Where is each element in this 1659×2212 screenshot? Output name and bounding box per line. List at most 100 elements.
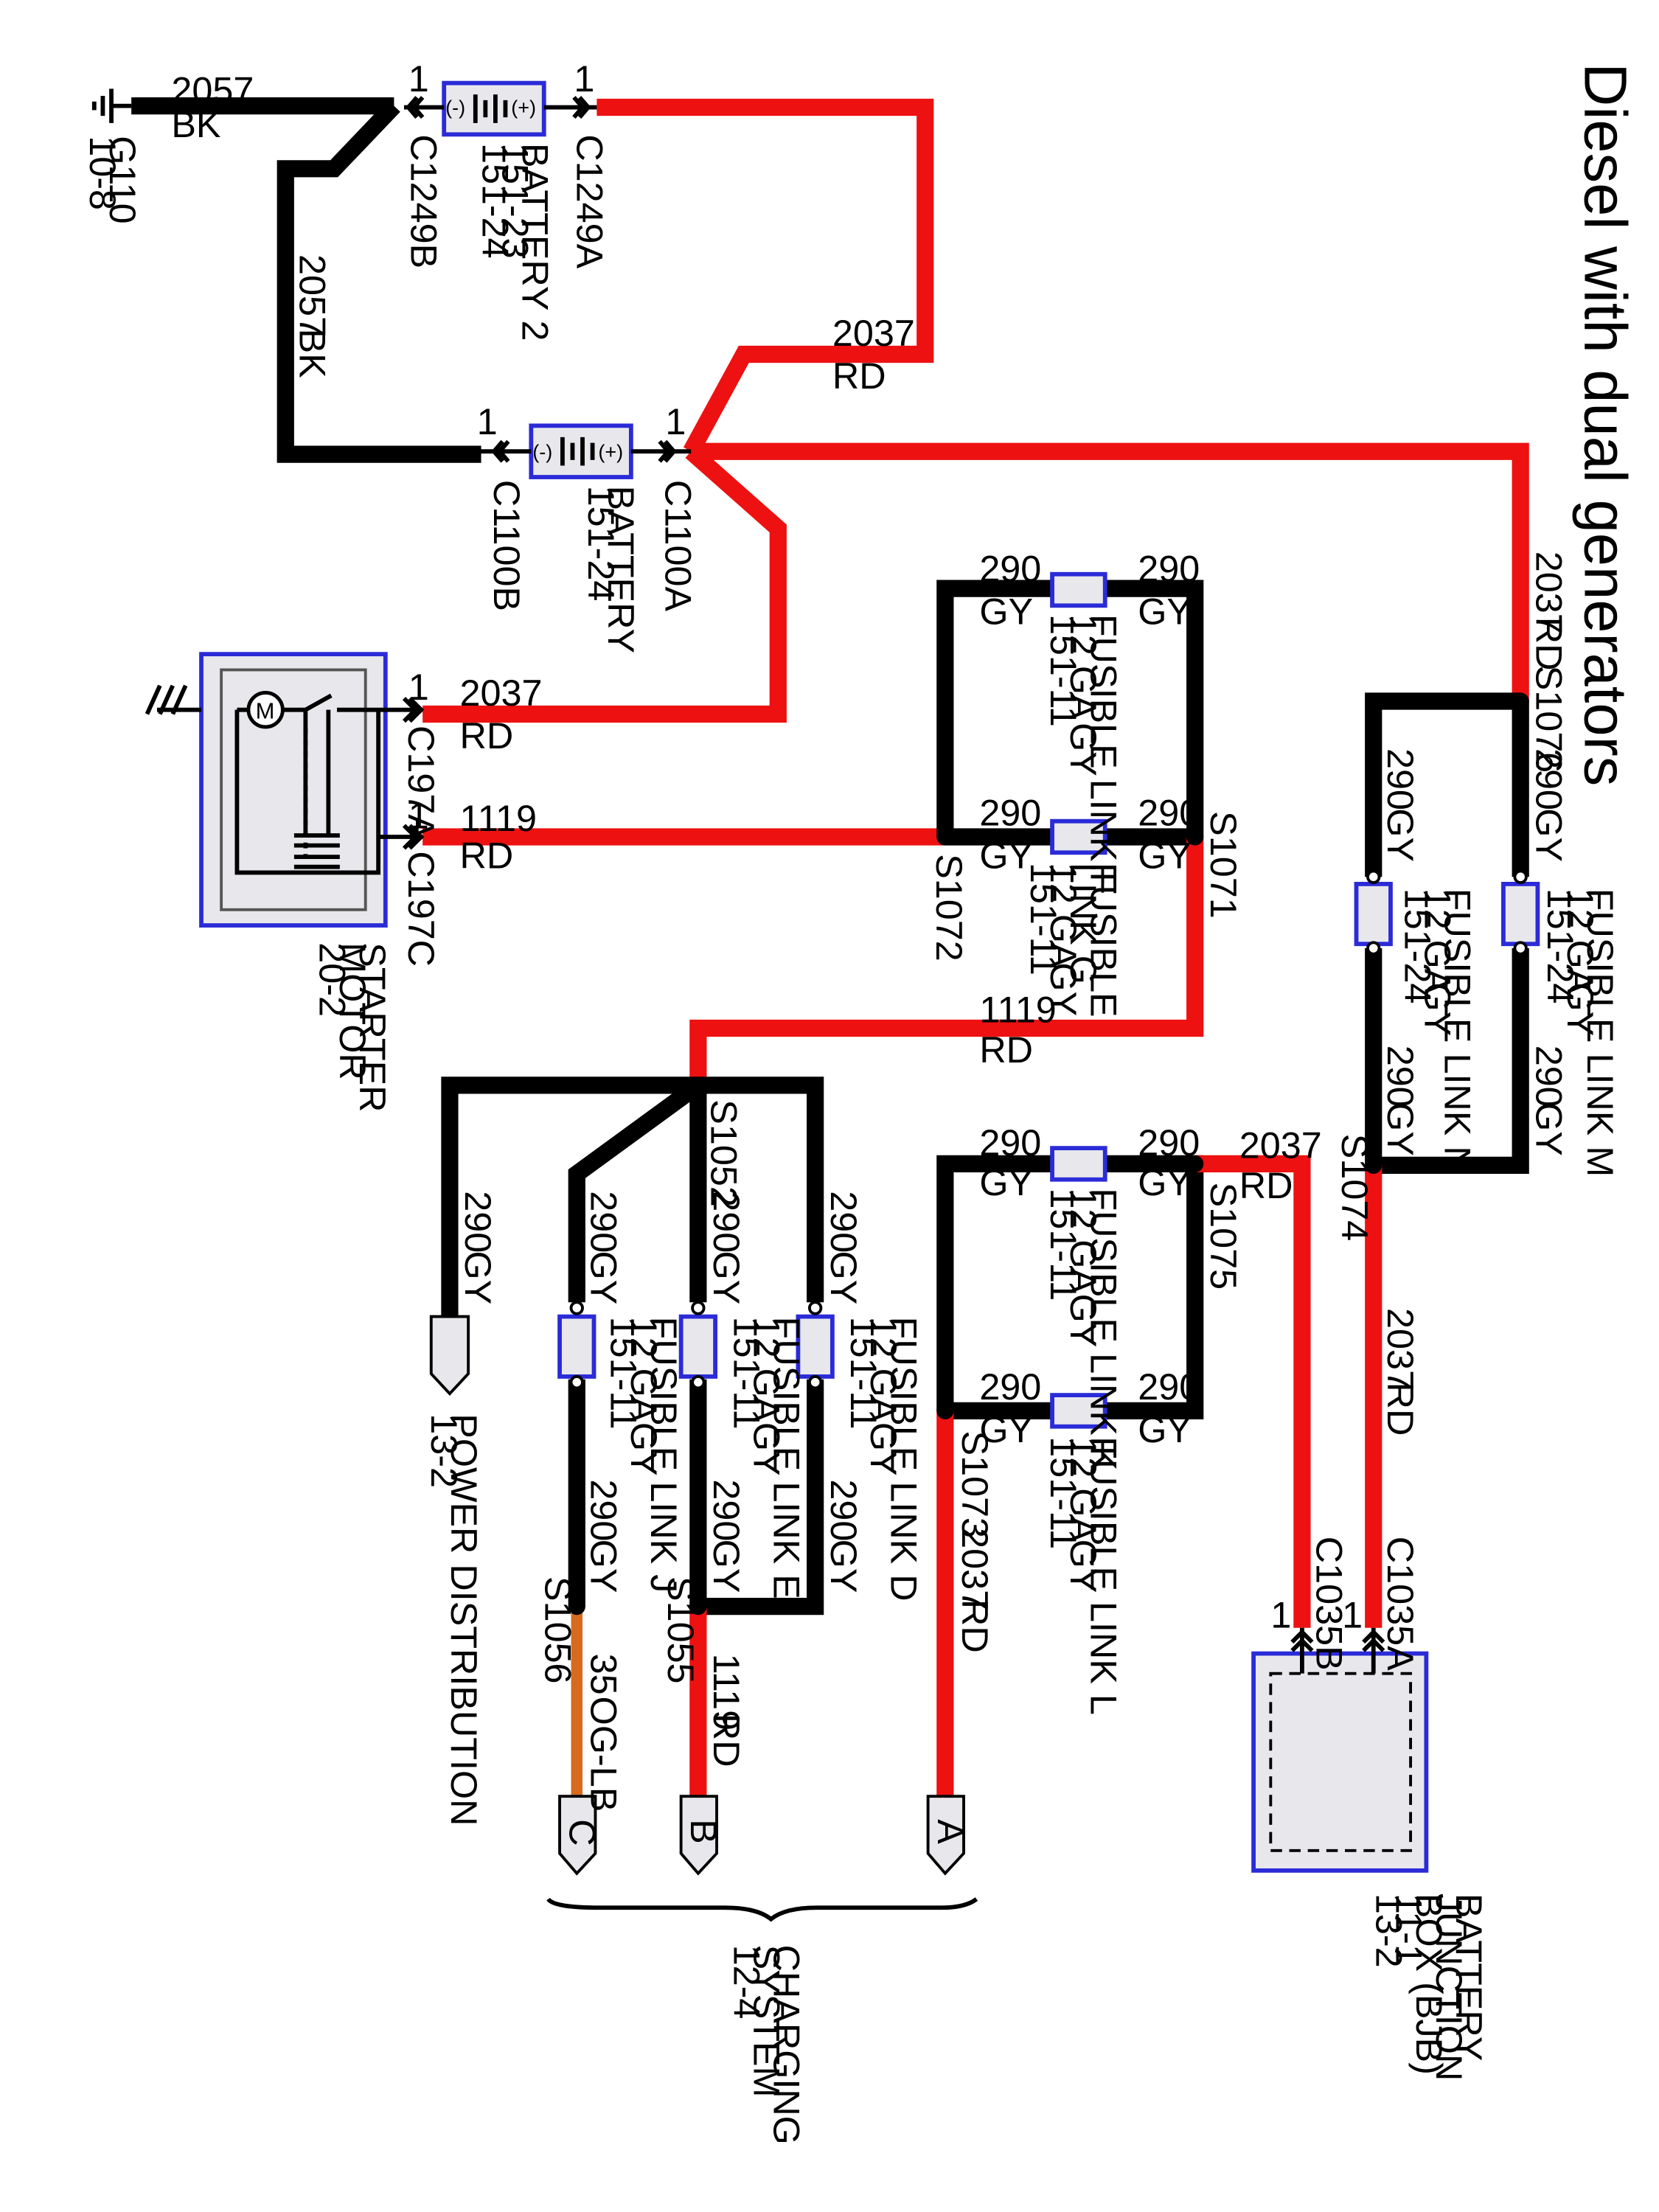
fusible-link-d-body — [796, 1314, 835, 1379]
color-gy-e-top: GY — [706, 1251, 748, 1305]
battery-icon — [560, 437, 595, 466]
fusible-link-bodies — [557, 571, 1540, 1429]
charging-a-arrow-icon — [926, 1795, 965, 1876]
color-gy-d-bottom: GY — [823, 1540, 865, 1593]
battery-ref-1: 151-24 — [580, 486, 622, 602]
circuit-290-k-right: 290 — [1138, 1121, 1200, 1164]
circuit-290-d-top: 290 — [823, 1191, 865, 1253]
link-k-name: FUSIBLE LINK K — [1082, 1188, 1124, 1470]
link-e-name: FUSIBLE LINK E — [765, 1317, 807, 1599]
charging-system-name: CHARGING — [765, 1945, 807, 2145]
battery-pos-sign: (+) — [598, 440, 623, 463]
splice-s1075: S1075 — [1203, 1183, 1245, 1290]
bjb-symbol — [1251, 1627, 1429, 1873]
link-g-name: FUSIBLE — [1082, 863, 1124, 1018]
bjb-name3: BOX (BJB) — [1408, 1893, 1450, 2075]
circuit-2037-charging-a: 2037 — [954, 1528, 996, 1610]
circuit-2057-label-top: 2057 — [171, 69, 254, 111]
motor-label: M — [256, 698, 275, 723]
charging-b-arrow-icon — [679, 1795, 718, 1876]
battery2-pin-neg: 1 — [408, 58, 429, 100]
circuit-1119-charging-b: 1119 — [706, 1654, 748, 1731]
circuit-290-n-top: 290 — [1380, 748, 1422, 810]
splices — [568, 692, 1529, 1615]
splice-s1073: S1073 — [954, 1431, 996, 1539]
color-gy-l-right: GY — [1138, 1408, 1192, 1450]
wire-2057-batteries — [276, 100, 481, 463]
wire-290-links-fg — [936, 580, 1204, 846]
fusible-link-m-body — [1501, 881, 1540, 947]
color-rd-charging-b: RD — [706, 1714, 748, 1767]
link-m-color: GY — [1559, 983, 1601, 1037]
circuit-2037-bjb-b: 2037 — [1239, 1124, 1322, 1166]
bjb-name: BATTERY — [1448, 1893, 1490, 2061]
link-g-name2: LINK G — [1062, 863, 1105, 984]
link-f-ref: 151-11 — [1043, 614, 1085, 727]
color-rd-1119-s1052: RD — [979, 1029, 1033, 1071]
color-gy-j-bottom: GY — [583, 1540, 625, 1593]
link-l-color: GY — [1062, 1540, 1105, 1593]
color-gy-e-bottom: GY — [706, 1540, 748, 1593]
circuit-290-f-right: 290 — [1138, 547, 1200, 589]
bjb-pin-b: 1 — [1270, 1594, 1291, 1636]
bjb-page1: 11-1 — [1388, 1893, 1430, 1965]
battery-conn-pos: C1100A — [657, 480, 699, 612]
fusible-link-e-body — [678, 1314, 717, 1379]
color-bk-label-side: BK — [292, 329, 334, 378]
fusible-link-k-body — [1050, 1146, 1107, 1182]
color-gy-l-left: GY — [979, 1408, 1033, 1450]
bjb-pin-a: 1 — [1342, 1594, 1363, 1636]
link-j-color: GY — [623, 1422, 665, 1476]
starter-ground-icon — [145, 684, 202, 715]
link-f-color: GY — [1062, 723, 1105, 776]
circuit-290-j-bottom: 290 — [583, 1479, 625, 1541]
battery2-name: BATTERY 2 — [515, 143, 557, 341]
battery-pin-neg: 1 — [477, 400, 498, 442]
circuit-290-e-bottom: 290 — [706, 1479, 748, 1541]
starter-conn-a: C197A — [400, 726, 442, 839]
link-d-gauge: 12 GA — [863, 1317, 905, 1422]
starter-pin-a: 1 — [408, 666, 429, 708]
color-gy-d-top: GY — [823, 1251, 865, 1305]
battery-name: BATTERY — [600, 486, 642, 653]
link-n-gauge: 12 GA — [1416, 888, 1458, 994]
link-l-ref: 151-11 — [1043, 1436, 1085, 1549]
ground-icon — [91, 88, 132, 123]
splice-s1075-dot — [1186, 1155, 1204, 1173]
charging-system-page: 12-4 — [726, 1945, 768, 2020]
bjb-box — [1251, 1651, 1429, 1873]
splice-s1071: S1071 — [1203, 811, 1245, 919]
fusible-link-l-body — [1050, 1393, 1107, 1429]
color-rd-charging-a: RD — [954, 1599, 996, 1653]
link-k-color: GY — [1062, 1294, 1105, 1348]
color-gy-m-bottom: GY — [1528, 1102, 1570, 1156]
circuit-2037-label-1: 2037 — [832, 312, 915, 354]
circuit-290-m-top: 290 — [1528, 748, 1570, 810]
splice-s1072: S1072 — [928, 854, 970, 961]
starter-motor-box — [199, 652, 388, 928]
wire-2037-s1076 — [691, 442, 1529, 702]
color-rd-bjb-a: RD — [1380, 1382, 1422, 1436]
battery-2-symbol — [403, 80, 597, 137]
link-n-ref: 151-24 — [1397, 888, 1439, 1004]
color-gy-k-right: GY — [1138, 1161, 1192, 1203]
color-oglb-charging-c: OG-LB — [583, 1697, 625, 1812]
link-l-gauge: 12 GA — [1062, 1436, 1105, 1542]
circuit-290-e-top: 290 — [706, 1191, 748, 1253]
circuit-290-n-bottom: 290 — [1380, 1046, 1422, 1107]
charging-brace-icon — [546, 1897, 978, 1922]
splice-s1052-dot — [689, 1077, 707, 1094]
starter-name2: MOTOR — [332, 942, 374, 1079]
splice-s1055: S1055 — [660, 1576, 702, 1684]
link-m-gauge: 12 GA — [1559, 888, 1601, 994]
color-rd-s1076: RD — [1528, 617, 1570, 671]
battery2-neg-sign: (-) — [445, 96, 465, 119]
circuit-2037-bjb-a: 2037 — [1380, 1308, 1422, 1391]
link-j-gauge: 12 GA — [623, 1317, 665, 1422]
link-j-ref: 151-11 — [603, 1317, 645, 1430]
battery2-pin-pos: 1 — [574, 58, 594, 100]
color-rd-starter: RD — [459, 714, 513, 757]
power-distribution-page: 13-2 — [423, 1413, 465, 1488]
color-bk-label-top: BK — [171, 103, 220, 145]
color-gy-k-left: GY — [979, 1161, 1033, 1203]
